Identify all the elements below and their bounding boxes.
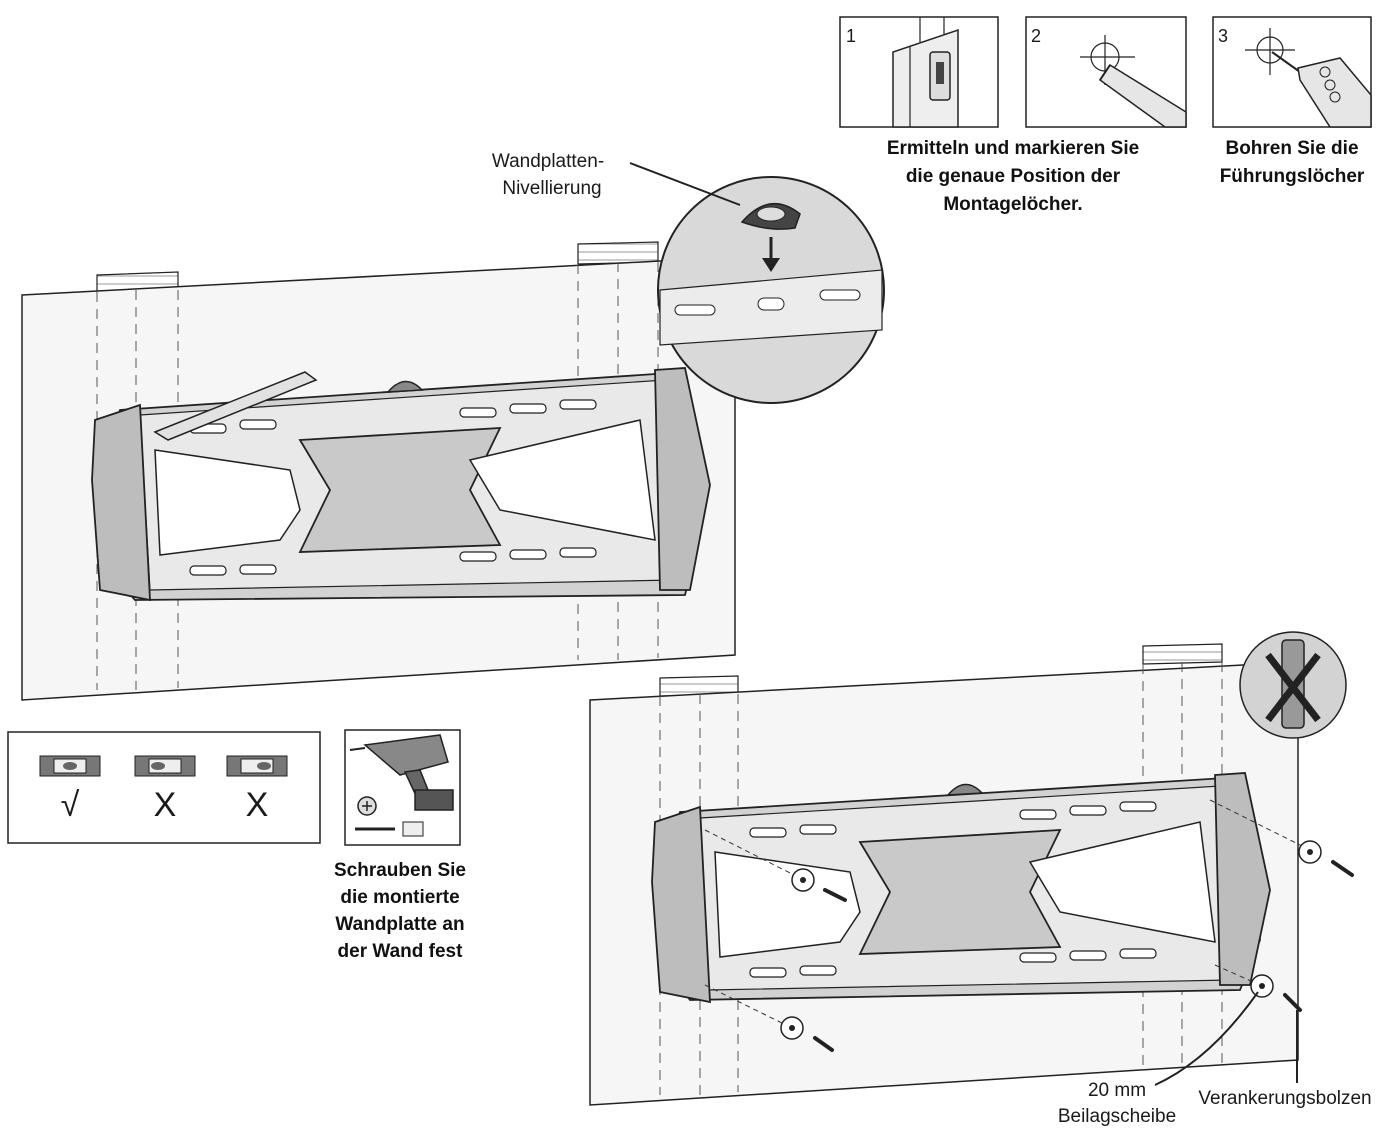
level-ok-icon	[39, 755, 101, 777]
label-bolt: Verankerungsbolzen	[1198, 1010, 1372, 1109]
level-bubble-icon	[740, 202, 801, 230]
label-washer: 20 mm Beilagscheibe	[1058, 991, 1259, 1127]
level-zoom-detail	[657, 176, 885, 404]
label-level-line-2: Nivellierung	[502, 178, 601, 199]
washer-icon	[780, 840, 1322, 1040]
level-check-panel: √ X X	[7, 731, 321, 844]
pencil-mark-icon	[1080, 35, 1187, 128]
caption-locate-mark: Ermitteln und markieren Sie die genaue P…	[887, 138, 1139, 215]
label-washer-line-2: Beilagscheibe	[1058, 1106, 1176, 1127]
caption-screw: Schrauben Sie die montierte Wandplatte a…	[334, 860, 466, 962]
step-2-number: 2	[1031, 26, 1041, 46]
mounting-hardware	[704, 799, 1354, 1052]
caption-screw-line-4: der Wand fest	[338, 941, 464, 962]
wall-plate-bottom	[651, 772, 1271, 1004]
step-2-panel: 2	[1025, 16, 1187, 128]
caption-drill-line-1: Bohren Sie die	[1225, 138, 1358, 159]
wall-plate-top	[91, 367, 711, 602]
drill-hole-icon	[1245, 28, 1372, 128]
pencil-icon	[153, 371, 318, 441]
caption-screw-line-1: Schrauben Sie	[334, 860, 466, 881]
cordless-drill-icon	[349, 734, 454, 811]
level-bad-right-icon	[226, 755, 288, 777]
level-check-mark-bad-1: X	[154, 786, 177, 824]
caption-locate-line-2: die genaue Position der	[906, 166, 1121, 187]
caption-drill-line-2: Führungslöcher	[1220, 166, 1365, 187]
no-wall-anchor-icon	[1239, 631, 1347, 739]
label-washer-line-1: 20 mm	[1088, 1080, 1146, 1101]
label-level-line-1: Wandplatten-	[492, 151, 604, 172]
level-bad-left-icon	[134, 755, 196, 777]
step-3-number: 3	[1218, 26, 1228, 46]
level-check-mark-ok: √	[61, 786, 80, 824]
step-1-number: 1	[846, 26, 856, 46]
caption-locate-line-1: Ermitteln und markieren Sie	[887, 138, 1139, 159]
drill-panel	[344, 729, 461, 846]
label-bolt-text: Verankerungsbolzen	[1198, 1088, 1371, 1109]
bolt-head-icon	[357, 796, 377, 816]
caption-screw-line-2: die montierte	[340, 887, 459, 908]
lag-bolt-icon	[813, 860, 1354, 1052]
caption-locate-line-3: Montagelöcher.	[943, 194, 1082, 215]
caption-screw-line-3: Wandplatte an	[335, 914, 464, 935]
step-3-panel: 3	[1212, 16, 1372, 128]
stud-finder-icon	[892, 17, 959, 128]
wall-plug-icon	[402, 821, 424, 837]
step-1-panel: 1	[839, 16, 999, 128]
caption-drill: Bohren Sie die Führungslöcher	[1220, 138, 1365, 187]
level-check-mark-bad-2: X	[246, 786, 269, 824]
label-level: Wandplatten- Nivellierung	[492, 151, 741, 206]
